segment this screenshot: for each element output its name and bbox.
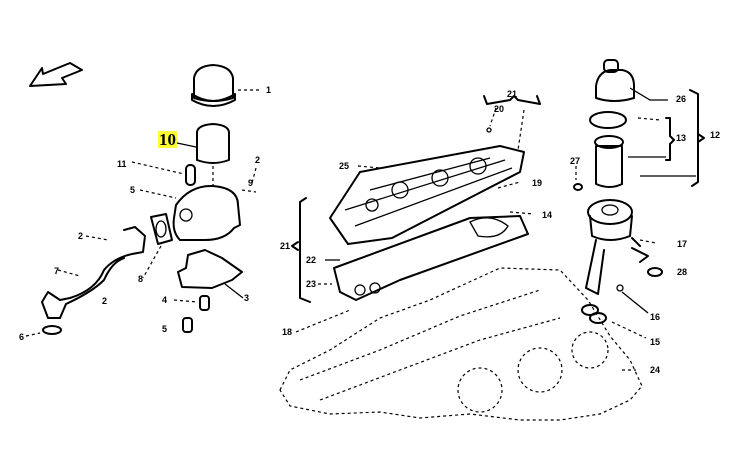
- head-gasket-part: [291, 181, 535, 333]
- engine-block-part: [279, 267, 643, 421]
- callout-11: 11: [117, 159, 127, 169]
- callout-21-top: 21: [507, 89, 518, 99]
- callout-15: 15: [650, 337, 661, 347]
- bypass-valve-part: [131, 161, 196, 186]
- callout-27: 27: [570, 156, 581, 166]
- filter-assembly-part: [573, 59, 705, 339]
- callout-1: 1: [266, 85, 272, 95]
- callout-13: 13: [676, 133, 687, 143]
- callout-2-top: 2: [255, 155, 261, 165]
- filter-housing-part: [139, 167, 257, 241]
- callout-23: 23: [306, 279, 317, 289]
- callout-5-seal: 5: [162, 324, 168, 334]
- callout-12: 12: [710, 130, 721, 140]
- callout-8: 8: [138, 274, 144, 284]
- cylinder-head-part: [329, 95, 541, 245]
- callout-9: 9: [248, 178, 254, 188]
- oil-pipe-part: [25, 226, 146, 337]
- plug-parts: [173, 295, 210, 333]
- callout-17: 17: [677, 239, 688, 249]
- callout-20: 20: [494, 104, 505, 114]
- callout-16: 16: [650, 312, 661, 322]
- callout-19: 19: [532, 178, 543, 188]
- callout-21-left: 21: [280, 241, 291, 251]
- callout-22: 22: [306, 255, 317, 265]
- callout-14: 14: [542, 210, 553, 220]
- callout-18: 18: [282, 327, 293, 337]
- callout-26: 26: [676, 94, 687, 104]
- callout-2-bottom: 2: [102, 296, 108, 306]
- callout-25: 25: [339, 161, 350, 171]
- direction-arrow-icon: [29, 62, 83, 87]
- callout-7: 7: [54, 266, 60, 276]
- callout-24: 24: [650, 365, 661, 375]
- callout-6: 6: [19, 332, 25, 342]
- housing-gasket-part: [142, 213, 173, 279]
- oil-filter-element-part: [176, 123, 230, 190]
- callout-5-housing: 5: [130, 185, 136, 195]
- callout-2-left: 2: [78, 231, 84, 241]
- callout-4: 4: [162, 295, 168, 305]
- callout-28: 28: [677, 267, 688, 277]
- callout-3: 3: [244, 293, 250, 303]
- base-gasket-part: [177, 249, 244, 299]
- callout-10-highlighted[interactable]: 10: [158, 130, 177, 149]
- oil-filter-cap-part: [191, 64, 262, 107]
